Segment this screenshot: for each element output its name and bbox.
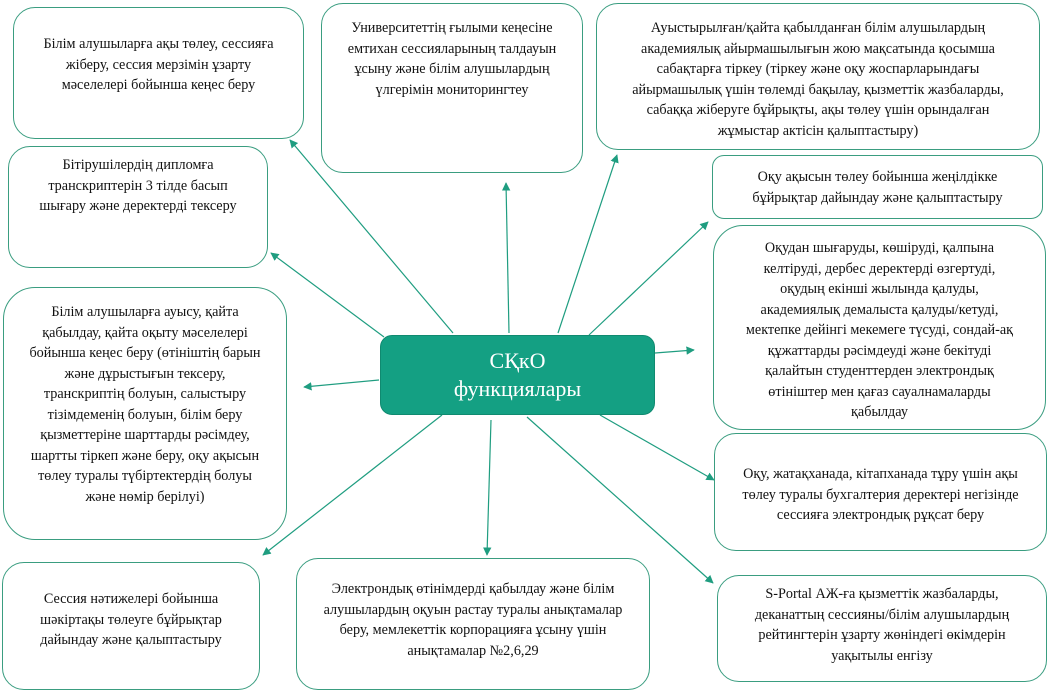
box-tuition-discount: Оқу ақысын төлеу бойынша жеңілдікке бұйр…	[712, 155, 1043, 219]
box-diploma-transcripts: Бітірушілердің дипломға транскриптерін 3…	[8, 146, 268, 268]
box-text: Сессия нәтижелері бойынша шәкіртақы төле…	[40, 591, 222, 648]
box-additional-classes: Ауыстырылған/қайта қабылданған білім алу…	[596, 3, 1040, 150]
box-text: Білім алушыларға ақы төлеу, сессияға жіб…	[43, 36, 274, 93]
box-text: Оқу ақысын төлеу бойынша жеңілдікке бұйр…	[752, 169, 1003, 206]
box-text: Ауыстырылған/қайта қабылданған білім алу…	[632, 20, 1004, 139]
box-transfer-consult: Білім алушыларға ауысу, қайта қабылдау, …	[3, 287, 287, 540]
arrow-to-scholarship-orders	[262, 414, 443, 556]
arrow-to-transfer-consult	[303, 379, 380, 391]
arrow-to-tuition-discount	[588, 221, 709, 336]
arrow-to-university-council	[501, 182, 511, 334]
box-applications: Оқудан шығаруды, көшіруді, қалпына келті…	[713, 225, 1046, 430]
box-scholarship-orders: Сессия нәтижелері бойынша шәкіртақы төле…	[2, 562, 260, 690]
arrow-to-certificates	[483, 419, 492, 556]
arrow-to-session-permission	[599, 414, 715, 481]
box-text: Бітірушілердің дипломға транскриптерін 3…	[39, 157, 237, 214]
box-text: Білім алушыларға ауысу, қайта қабылдау, …	[29, 304, 261, 505]
arrow-to-sportal	[526, 416, 714, 584]
box-text: Оқу, жатақханада, кітапханада тұру үшін …	[742, 466, 1019, 523]
center-node: СҚкО функциялары	[380, 335, 655, 415]
arrow-to-diploma-transcripts	[270, 252, 385, 338]
box-text: Оқудан шығаруды, көшіруді, қалпына келті…	[745, 240, 1014, 420]
center-title: СҚкО функциялары	[453, 348, 582, 401]
arrow-to-additional-classes	[557, 154, 619, 334]
box-text: S-Portal АЖ-ға қызметтік жазбаларды, дек…	[754, 586, 1010, 664]
box-certificates: Электрондық өтінімдерді қабылдау және бі…	[296, 558, 650, 690]
box-payment-consult: Білім алушыларға ақы төлеу, сессияға жіб…	[13, 7, 304, 139]
box-session-permission: Оқу, жатақханада, кітапханада тұру үшін …	[714, 433, 1047, 551]
arrow-to-payment-consult	[289, 139, 454, 334]
box-university-council: Университеттің ғылыми кеңесіне емтихан с…	[321, 3, 583, 173]
box-text: Электрондық өтінімдерді қабылдау және бі…	[323, 581, 623, 659]
box-text: Университеттің ғылыми кеңесіне емтихан с…	[347, 20, 557, 98]
box-sportal: S-Portal АЖ-ға қызметтік жазбаларды, дек…	[717, 575, 1047, 682]
arrow-to-applications	[654, 346, 695, 355]
